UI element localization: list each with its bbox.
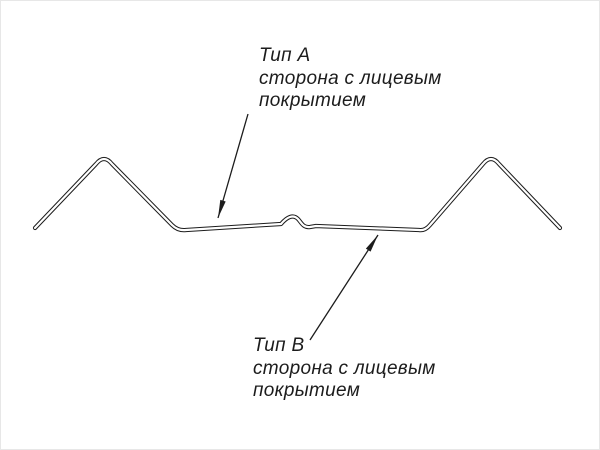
leader-line-type-a: [217, 113, 249, 219]
label-type-a-line2: покрытием: [259, 90, 367, 111]
label-type-b-title: Тип В: [253, 335, 305, 356]
label-type-b-line2: покрытием: [253, 380, 361, 401]
label-type-b-line1: сторона с лицевым: [253, 358, 436, 379]
label-type-b: Тип В сторона с лицевым покрытием: [253, 335, 436, 402]
profile-sheet-inner: [33, 157, 562, 232]
label-type-a: Тип А сторона с лицевым покрытием: [259, 45, 442, 112]
label-type-a-line1: сторона с лицевым: [259, 68, 442, 89]
leader-line-type-b: [309, 234, 379, 341]
label-type-a-title: Тип А: [259, 45, 311, 66]
